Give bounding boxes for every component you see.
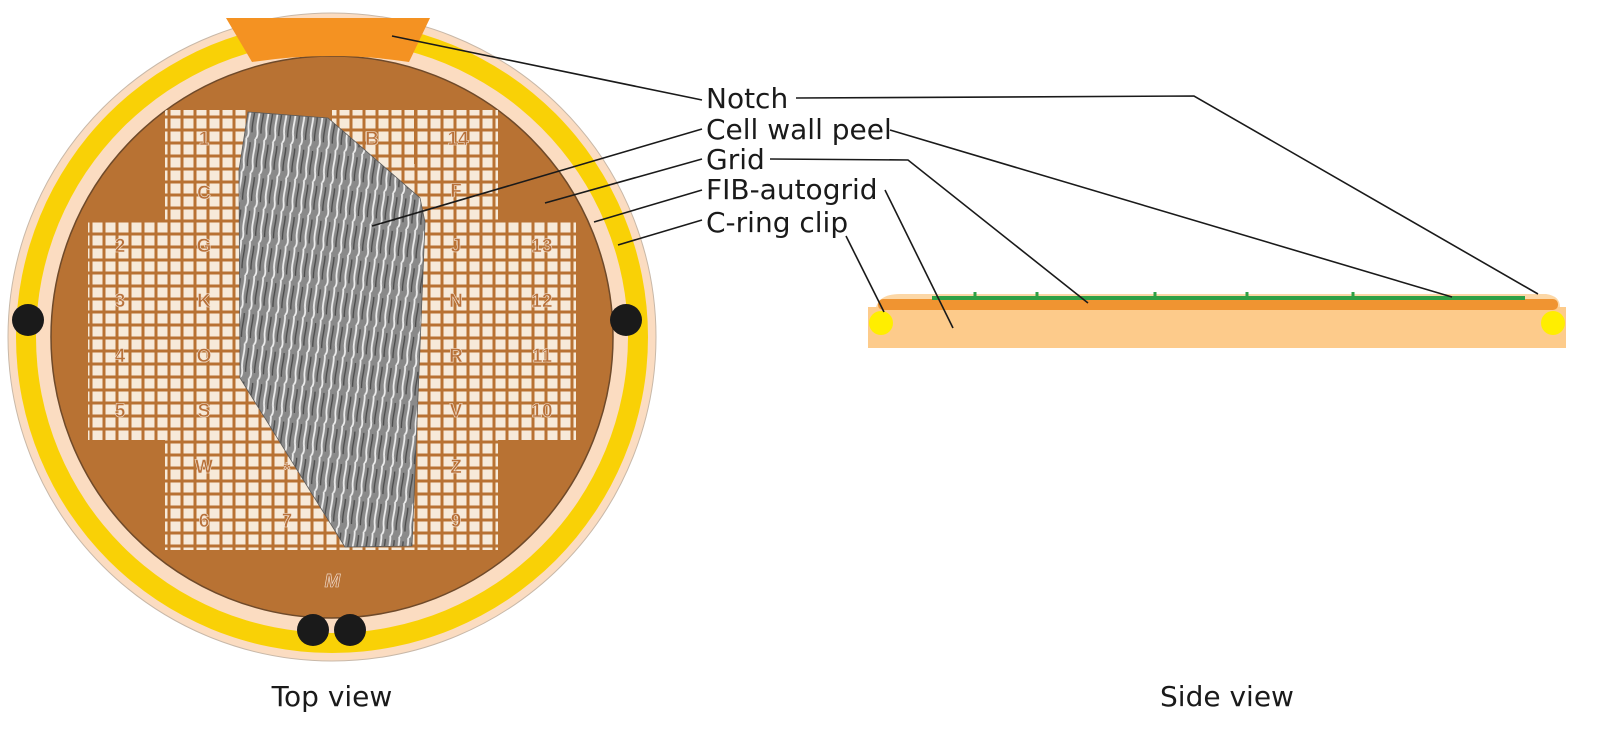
grid-marking: K: [197, 291, 211, 312]
grid-marking: M: [323, 571, 342, 592]
grid-marking: 3: [115, 291, 126, 312]
grid-marking: C: [197, 183, 211, 204]
grid-square: [496, 220, 576, 440]
autogrid-leader-side: [884, 189, 954, 329]
grid-marking: 9: [451, 511, 462, 532]
c-ring-clip-section-right: [1541, 311, 1565, 335]
grid-marking: 10: [531, 401, 552, 422]
grid-leader-top: [544, 158, 703, 204]
grid-marking: 2: [115, 236, 126, 257]
grid-marking: 12: [531, 291, 552, 312]
notch: [226, 18, 430, 62]
peel-leader-top: [371, 128, 703, 227]
label-grid: Grid: [706, 143, 765, 176]
leader-lines: [371, 35, 1539, 329]
notch-leader-side: [795, 95, 1539, 295]
cell-wall-peel-side: [932, 296, 1525, 300]
grid-square: [416, 110, 498, 168]
grid-marking: *: [283, 460, 291, 481]
grid-bars-side: [973, 292, 1355, 298]
grid-marking: Z: [450, 457, 462, 478]
mounting-hole-right: [610, 304, 642, 336]
mounting-hole-left: [12, 304, 44, 336]
grid-square: [88, 220, 168, 440]
grid-marking: 7: [282, 511, 293, 532]
cell-wall-peel: [238, 111, 426, 548]
peel-leader-side: [889, 129, 1453, 298]
clip-leader-top: [617, 219, 703, 246]
mounting-hole-bottom-right: [334, 614, 366, 646]
clip-leader-side: [845, 235, 885, 313]
grid-square: [165, 110, 247, 168]
grid-marking: O: [197, 346, 212, 367]
grid-marking: B: [365, 129, 379, 150]
grid-leader-side: [769, 158, 1089, 304]
grid-marking: J: [451, 236, 462, 257]
fib-autogrid-side: [868, 307, 1566, 348]
labels: Notch Cell wall peel Grid FIB-autogrid C…: [706, 82, 892, 239]
mounting-hole-bottom-left: [297, 614, 329, 646]
autogrid-leader-top: [593, 189, 703, 223]
grid-marking: 14: [447, 129, 469, 150]
grid-marking: 6: [199, 511, 210, 532]
grid-marking: 4: [115, 346, 126, 367]
grid-marking: 11: [532, 346, 553, 367]
grid-markings: 1 B 14 C F 2 G J 13 3 K N 12 4 O R 11 5 …: [114, 129, 553, 593]
label-fib-autogrid: FIB-autogrid: [706, 173, 878, 206]
caption-side-view: Side view: [1160, 680, 1294, 713]
grid-marking: 5: [115, 401, 126, 422]
label-cell-wall-peel: Cell wall peel: [706, 113, 892, 146]
grid-marking: N: [449, 291, 463, 312]
grid-marking: V: [450, 401, 463, 422]
grid-marking: R: [449, 346, 463, 367]
grid-marking: 13: [531, 236, 552, 257]
caption-top-view: Top view: [271, 680, 393, 713]
side-view: [868, 292, 1566, 348]
label-notch: Notch: [706, 82, 788, 115]
grid-marking: S: [198, 401, 211, 422]
grid-marking: F: [450, 181, 462, 202]
grid-marking: W: [195, 457, 213, 478]
label-c-ring-clip: C-ring clip: [706, 206, 848, 239]
top-view: 1 B 14 C F 2 G J 13 3 K N 12 4 O R 11 5 …: [7, 12, 657, 662]
grid-marking: 1: [199, 129, 210, 150]
c-ring-clip-section-left: [869, 311, 893, 335]
grid-marking: G: [197, 236, 212, 257]
notch-leader-top: [391, 35, 703, 101]
grid-side: [878, 299, 1558, 310]
